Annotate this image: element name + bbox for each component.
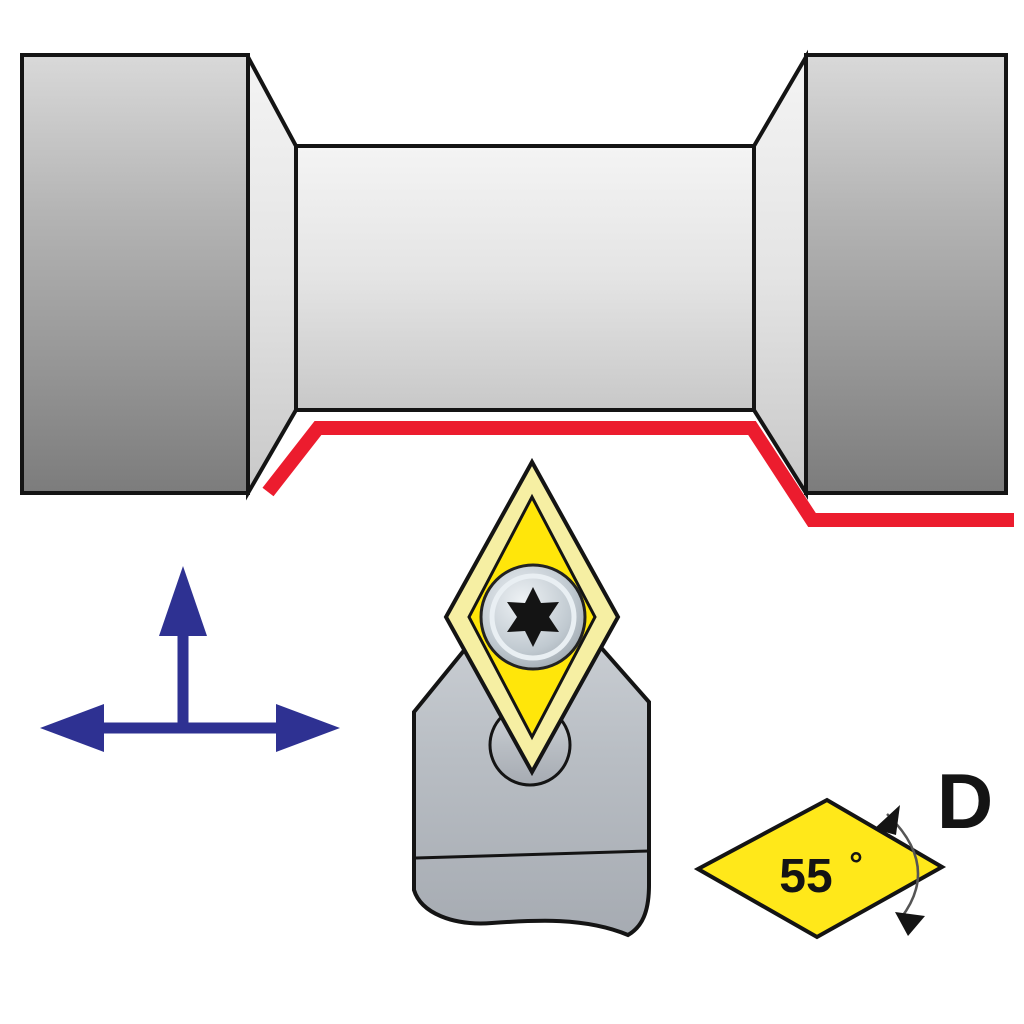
torx-screw-icon — [507, 587, 559, 647]
angle-bottom-arrowhead-icon — [895, 912, 925, 936]
workpiece-left-cone — [246, 56, 298, 501]
workpiece-left-end — [20, 53, 250, 495]
diamond-insert — [443, 457, 621, 777]
indicator-rhombus — [693, 797, 947, 940]
insert-shape-code: D — [937, 757, 993, 845]
degree-symbol: ° — [849, 846, 863, 884]
insert-shape-indicator: 55 ° D — [693, 757, 993, 940]
workpiece-right-cone — [752, 49, 808, 500]
workpiece-right-end — [804, 53, 1008, 495]
axis-left-arrowhead-icon — [40, 704, 104, 752]
toolholder-chamfer-line — [415, 849, 650, 860]
insert-angle-value: 55 — [779, 850, 832, 903]
axis-up-arrowhead-icon — [159, 566, 207, 636]
angle-top-arrowhead-icon — [874, 805, 900, 835]
toolpath-line — [262, 421, 1014, 527]
workpiece-middle-cylinder — [294, 144, 756, 412]
screw-highlight-ring — [489, 573, 577, 661]
angle-arc — [886, 813, 920, 919]
axis-right-arrowhead-icon — [276, 704, 340, 752]
workpiece — [20, 49, 1008, 501]
feed-direction-arrows-icon — [40, 566, 340, 752]
